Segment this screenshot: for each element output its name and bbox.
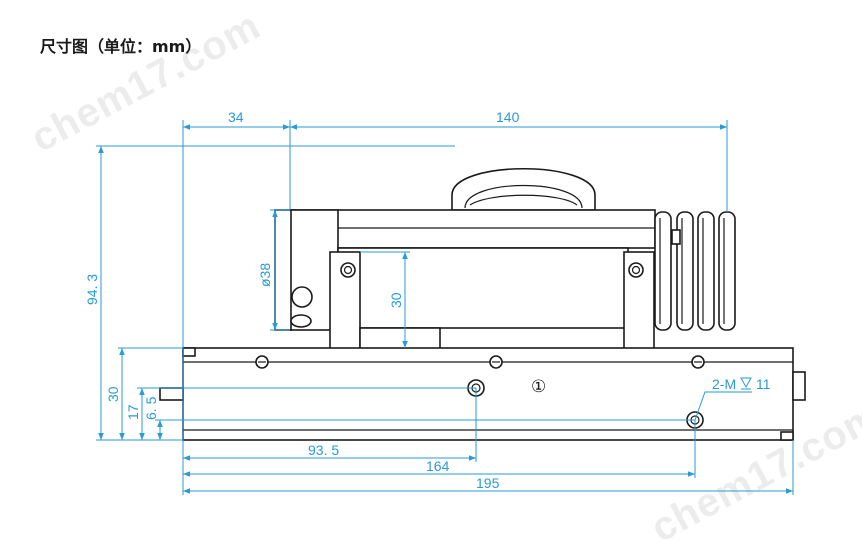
housing-body [337, 247, 629, 329]
dim-195-label: 195 [476, 475, 500, 491]
top-dome [451, 168, 596, 211]
dim-34-label: 34 [228, 109, 244, 125]
depth-symbol-icon [740, 377, 752, 389]
dimension-drawing: ① 34 140 94. 3 ø38 30 30 17 6. 5 93. 5 1… [84, 109, 806, 495]
dim-diameter-38-label: ø38 [257, 263, 273, 287]
dim-94-3-label: 94. 3 [84, 274, 100, 305]
dim-30-label: 30 [105, 386, 121, 402]
hole-depth-label: 11 [756, 376, 771, 392]
dim-inner-30-label: 30 [388, 292, 404, 308]
dim-17-label: 17 [125, 404, 141, 420]
dim-140-label: 140 [496, 109, 520, 125]
lens-flange [274, 209, 292, 331]
dim-6-5-label: 6. 5 [143, 396, 159, 420]
hole-callout-label: 2-M [712, 376, 736, 392]
dim-164-label: 164 [426, 458, 450, 474]
lens-housing [274, 168, 736, 351]
dim-93-5-label: 93. 5 [308, 442, 339, 458]
base-plate [159, 347, 806, 441]
page-title: 尺寸图（单位：mm） [40, 37, 202, 56]
center-mark-symbol: ① [531, 377, 546, 397]
housing-top-bar [289, 209, 656, 249]
